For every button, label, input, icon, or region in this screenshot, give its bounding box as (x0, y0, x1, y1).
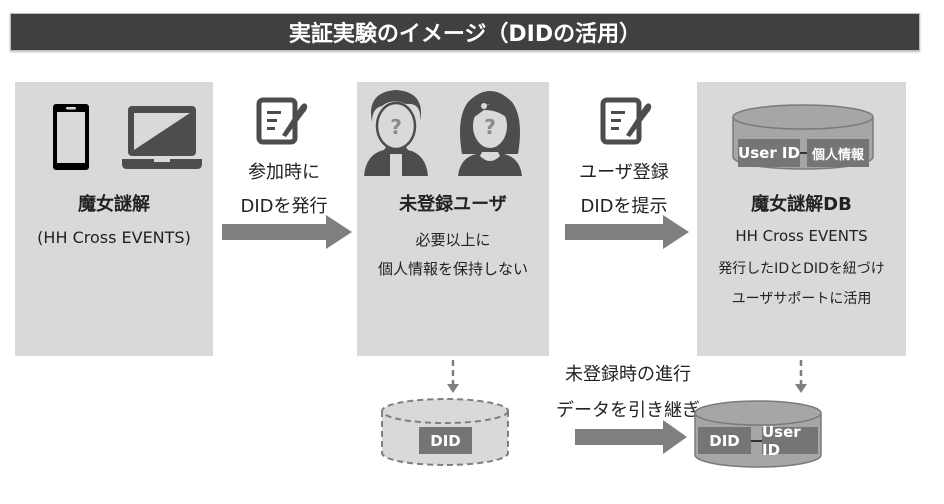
panel2-line1: 必要以上に (415, 231, 491, 249)
dashed-arrow-left (447, 360, 459, 393)
flow-arrow-2 (565, 215, 689, 249)
panel2-name: 未登録ユーザ (399, 194, 507, 215)
db-label-personal-info: 個人情報 (807, 139, 869, 167)
arrow2-line2: DIDを提示 (580, 196, 668, 217)
anonymous-man-icon: ? (364, 90, 428, 176)
db-link-line (800, 152, 808, 154)
flow-arrow-1 (222, 215, 352, 249)
bottom-arrow-line2: データを引き継ぎ (556, 400, 700, 421)
panel3-line1: HH Cross EVENTS (735, 227, 868, 245)
anonymous-woman-icon: ? (458, 91, 522, 176)
arrow1-line1: 参加時に (248, 162, 320, 183)
document-edit-icon (600, 97, 652, 145)
dashed-arrow-right (795, 360, 807, 393)
flow-arrow-3 (575, 420, 687, 454)
temp-db-label-did: DID (419, 427, 472, 454)
question-mark: ? (390, 115, 402, 139)
diagram-title: 実証実験のイメージ（DIDの活用） (10, 13, 920, 51)
panel3-line3: ユーザサポートに活用 (731, 291, 872, 307)
panel1-sub: (HH Cross EVENTS) (37, 228, 191, 247)
bottom-arrow-line1: 未登録時の進行 (565, 364, 691, 385)
document-edit-icon (256, 97, 308, 145)
question-mark: ? (484, 115, 496, 139)
panel2-line2: 個人情報を保持しない (377, 260, 528, 278)
linked-db-label-did: DID (698, 427, 751, 454)
panel1-name: 魔女謎解 (78, 194, 150, 215)
linked-db-link-line (751, 440, 762, 442)
arrow2-line1: ユーザ登録 (579, 162, 669, 183)
db-label-userid: User ID (738, 139, 800, 167)
linked-db-label-userid: User ID (762, 423, 818, 459)
arrow1-line2: DIDを発行 (240, 196, 328, 217)
panel3-name: 魔女謎解DB (751, 194, 852, 215)
smartphone-icon (53, 104, 89, 170)
laptop-icon (122, 106, 202, 169)
panel3-line2: 発行したIDとDIDを紐づけ (718, 261, 885, 277)
